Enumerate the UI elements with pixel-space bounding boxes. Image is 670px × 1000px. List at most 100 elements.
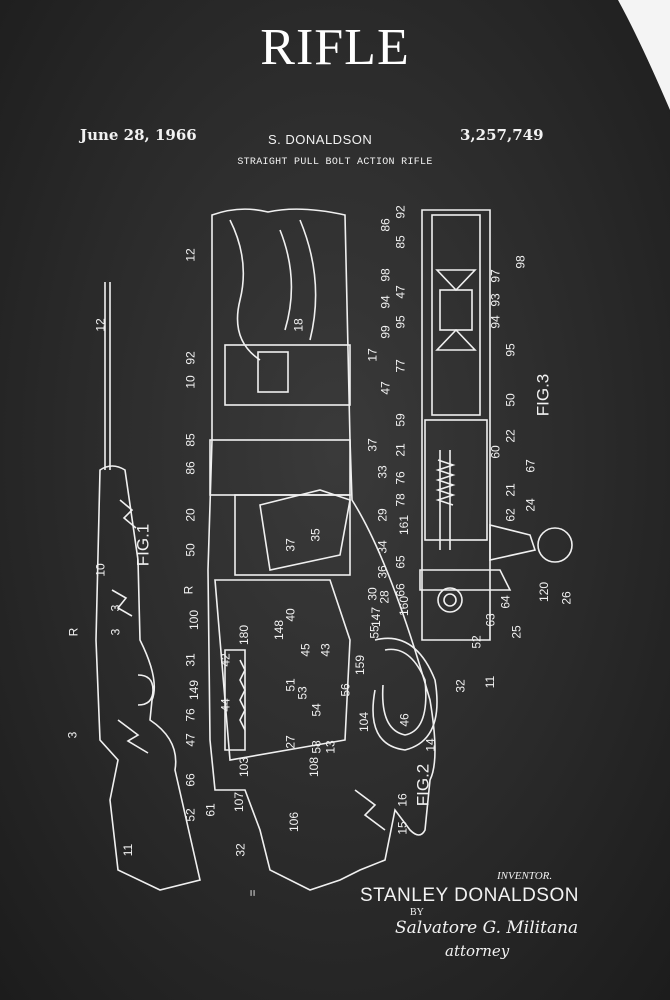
- reference-numeral: 17: [365, 348, 380, 362]
- reference-numeral: 120: [537, 581, 552, 603]
- reference-numeral: 50: [503, 393, 518, 407]
- reference-numeral: 3: [108, 604, 123, 612]
- reference-numeral: 100: [187, 609, 202, 631]
- reference-numeral: 18: [291, 318, 306, 332]
- reference-numeral: 29: [375, 508, 390, 522]
- reference-numeral: 55: [367, 625, 382, 639]
- reference-numeral: 14: [423, 738, 438, 752]
- reference-numeral: 104: [357, 711, 372, 733]
- inventor-name: STANLEY DONALDSON: [360, 885, 579, 906]
- inventor-caption: INVENTOR.: [497, 870, 553, 882]
- reference-numeral: 61: [203, 803, 218, 817]
- reference-numeral: 98: [513, 255, 528, 269]
- reference-numeral: R: [181, 585, 196, 595]
- reference-numeral: 86: [183, 461, 198, 475]
- page-curl: [618, 0, 670, 110]
- reference-numeral: 160: [397, 595, 412, 617]
- reference-numeral: 37: [365, 438, 380, 452]
- reference-numeral: 22: [503, 429, 518, 443]
- reference-numeral: 106: [287, 811, 302, 833]
- reference-numeral: 33: [375, 465, 390, 479]
- by-label: BY: [410, 907, 424, 918]
- reference-numeral: R: [66, 627, 81, 637]
- reference-numeral: 85: [183, 433, 198, 447]
- fig3-bolt: [419, 209, 573, 641]
- reference-numeral: 43: [318, 643, 333, 657]
- reference-numeral: 47: [183, 733, 198, 747]
- reference-numeral: 58: [309, 740, 324, 754]
- reference-numeral: 60: [488, 445, 503, 459]
- reference-numeral: 95: [503, 343, 518, 357]
- reference-numeral: 42: [218, 653, 233, 667]
- reference-numeral: 3: [65, 731, 80, 739]
- reference-numeral: 99: [378, 325, 393, 339]
- reference-numeral: 11: [121, 843, 136, 857]
- reference-numeral: 149: [187, 679, 202, 701]
- reference-numeral: 45: [298, 643, 313, 657]
- reference-numeral: 161: [397, 514, 412, 536]
- reference-numeral: 20: [183, 508, 198, 522]
- reference-numeral: 103: [237, 756, 252, 778]
- reference-numeral: 27: [283, 735, 298, 749]
- reference-numeral: 26: [559, 591, 574, 605]
- patent-subtitle: STRAIGHT PULL BOLT ACTION RIFLE: [237, 157, 433, 168]
- reference-numeral: 56: [338, 683, 353, 697]
- reference-numeral: 16: [395, 793, 410, 807]
- reference-numeral: 63: [483, 613, 498, 627]
- reference-numeral: 148: [272, 619, 287, 641]
- reference-numeral: 37: [283, 538, 298, 552]
- reference-numeral: 62: [503, 508, 518, 522]
- inventor-header: S. DONALDSON: [268, 132, 373, 147]
- reference-numeral: 24: [523, 498, 538, 512]
- reference-numeral: 64: [498, 595, 513, 609]
- reference-numeral: 13: [323, 740, 338, 754]
- reference-numeral: 107: [232, 791, 247, 813]
- reference-numeral: 32: [233, 843, 248, 857]
- reference-numeral: 94: [378, 295, 393, 309]
- reference-numeral: 36: [375, 565, 390, 579]
- reference-numeral: 52: [469, 635, 484, 649]
- attorney-title: attorney: [445, 942, 510, 960]
- reference-numeral: 10: [183, 375, 198, 389]
- reference-numeral: 76: [393, 471, 408, 485]
- reference-numeral: 47: [378, 381, 393, 395]
- reference-numeral: 94: [488, 315, 503, 329]
- fig2-action: [207, 208, 438, 891]
- reference-numeral: 92: [183, 351, 198, 365]
- reference-numeral: 12: [93, 318, 108, 332]
- figure-label-2: FIG.2: [413, 763, 433, 807]
- reference-numeral: 21: [503, 483, 518, 497]
- reference-numeral: 11: [483, 675, 498, 689]
- patent-number: 3,257,749: [460, 126, 544, 144]
- poster-title: RIFLE: [260, 19, 410, 76]
- reference-numeral: 86: [378, 218, 393, 232]
- reference-numeral: 78: [393, 493, 408, 507]
- reference-numeral: 98: [378, 268, 393, 282]
- reference-numeral: 15: [395, 821, 410, 835]
- reference-numeral: 32: [453, 679, 468, 693]
- patent-date: June 28, 1966: [80, 126, 197, 144]
- fig1-rifle: [95, 282, 201, 891]
- reference-numeral: 12: [183, 248, 198, 262]
- reference-numeral: 97: [488, 269, 503, 283]
- reference-numeral: 44: [218, 698, 233, 712]
- figure-label-1: FIG.1: [133, 523, 153, 567]
- reference-numeral: 21: [393, 443, 408, 457]
- reference-numeral: 92: [393, 205, 408, 219]
- reference-numeral: 52: [183, 808, 198, 822]
- reference-numeral: =: [245, 889, 260, 897]
- reference-numeral: 66: [393, 583, 408, 597]
- reference-numeral: 31: [183, 653, 198, 667]
- reference-numeral: 147: [369, 606, 384, 628]
- reference-numeral: 95: [393, 315, 408, 329]
- reference-numeral: 47: [393, 285, 408, 299]
- reference-numeral: 35: [308, 528, 323, 542]
- reference-numeral: 93: [488, 293, 503, 307]
- reference-numeral: 59: [393, 413, 408, 427]
- reference-numeral: 34: [375, 540, 390, 554]
- reference-numeral: 28: [377, 590, 392, 604]
- reference-numeral: 25: [509, 625, 524, 639]
- reference-numeral: 108: [307, 756, 322, 778]
- reference-numeral: 66: [183, 773, 198, 787]
- reference-numeral: 10: [93, 563, 108, 577]
